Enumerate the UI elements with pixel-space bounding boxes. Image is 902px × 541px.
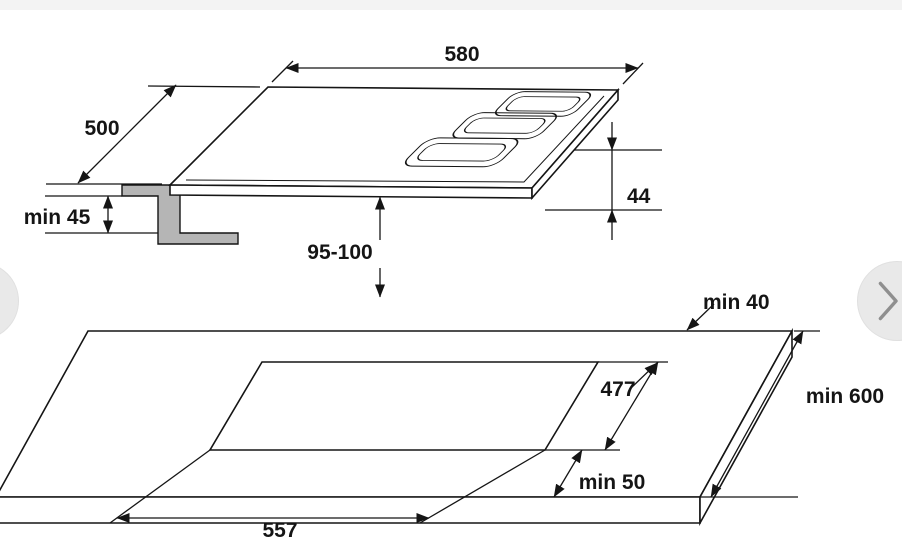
cutout-opening [208,361,600,451]
hob-width-label: 580 [444,43,479,66]
witness-line [109,449,211,524]
dim-cutout-width: 557 [109,449,546,541]
min-rear-distance-label: min 40 [703,291,770,314]
carousel-next-button[interactable] [857,261,902,341]
dim-installation-depth: 95-100 [307,196,385,298]
dim-min-clearance-below: min 45 [24,195,158,234]
dimension-line [686,303,715,331]
installation-depth-label: 95-100 [307,241,372,264]
hob-depth-label: 500 [84,117,119,140]
dim-hob-depth: 500 [46,84,261,185]
hob-height-label: 44 [627,185,651,208]
chevron-left-icon [0,262,18,340]
burner-front-outer [404,137,519,168]
witness-line [271,60,294,83]
hob-front-face [169,184,533,199]
dim-min-worktop-depth: min 600 [700,330,884,498]
dimension-line [710,330,804,498]
worktop-section-profile [121,184,239,245]
chevron-right-icon [878,281,898,321]
witness-line [622,62,644,85]
dim-hob-width: 580 [271,43,644,85]
dim-cutout-depth: 477 [600,361,659,451]
burner-rear [494,91,592,117]
burner-rear-outer [494,91,592,117]
carousel-prev-button[interactable] [0,262,19,340]
top-strip [0,0,902,10]
dimension-line [604,361,659,451]
burner-front-inner [417,143,507,162]
witness-line [147,85,261,88]
dim-min-front-distance: min 50 [553,449,646,498]
dimension-line [77,84,177,184]
hob-view: 580 500 min 45 95-100 [24,43,662,298]
cutout-depth-label: 477 [600,378,635,401]
worktop-cutout-view: min 40 477 min 600 min 50 [0,291,884,541]
min-front-distance-label: min 50 [579,471,646,494]
hob-inner-rim [185,95,605,183]
worktop-front-face [0,496,701,524]
dimension-line [553,449,583,498]
hob-side-face [531,87,619,201]
burner-front [404,137,519,168]
min-worktop-depth-label: min 600 [806,385,884,408]
min-clearance-label: min 45 [24,206,91,229]
cutout-width-label: 557 [262,519,297,541]
burner-middle-inner [463,117,546,134]
dim-hob-height: 44 [545,122,662,240]
witness-line [419,449,546,524]
burner-rear-inner [505,96,581,112]
